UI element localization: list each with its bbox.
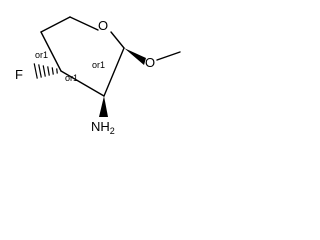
ring-oxygen-label: O (98, 18, 108, 33)
stereo-label-c2: or1 (92, 60, 105, 70)
bond-c3-c4 (60, 70, 105, 97)
bond-o1-c2 (110, 31, 125, 49)
fluorine-label: F (15, 67, 23, 82)
stereo-label-c3: or1 (65, 73, 78, 83)
amine-nh-text: NH (91, 119, 110, 134)
bond-c5-c6 (40, 16, 71, 33)
hashed-bond-c4-f (33, 63, 58, 79)
bond-o-methyl (156, 51, 181, 61)
amine-label: NH2 (91, 119, 115, 136)
bond-c4-c5 (40, 31, 62, 72)
molecule-structure: O F O NH2 or1 or1 or1 (15, 16, 181, 136)
methoxy-oxygen-label: O (145, 55, 155, 70)
wedge-bond-c3-nh2 (99, 96, 108, 117)
wedge-bond-c2-ome (124, 48, 146, 65)
bond-c2-c3 (103, 47, 125, 97)
stereo-label-c4: or1 (35, 50, 48, 60)
bond-c6-o1 (69, 16, 99, 31)
amine-subscript: 2 (110, 126, 115, 136)
